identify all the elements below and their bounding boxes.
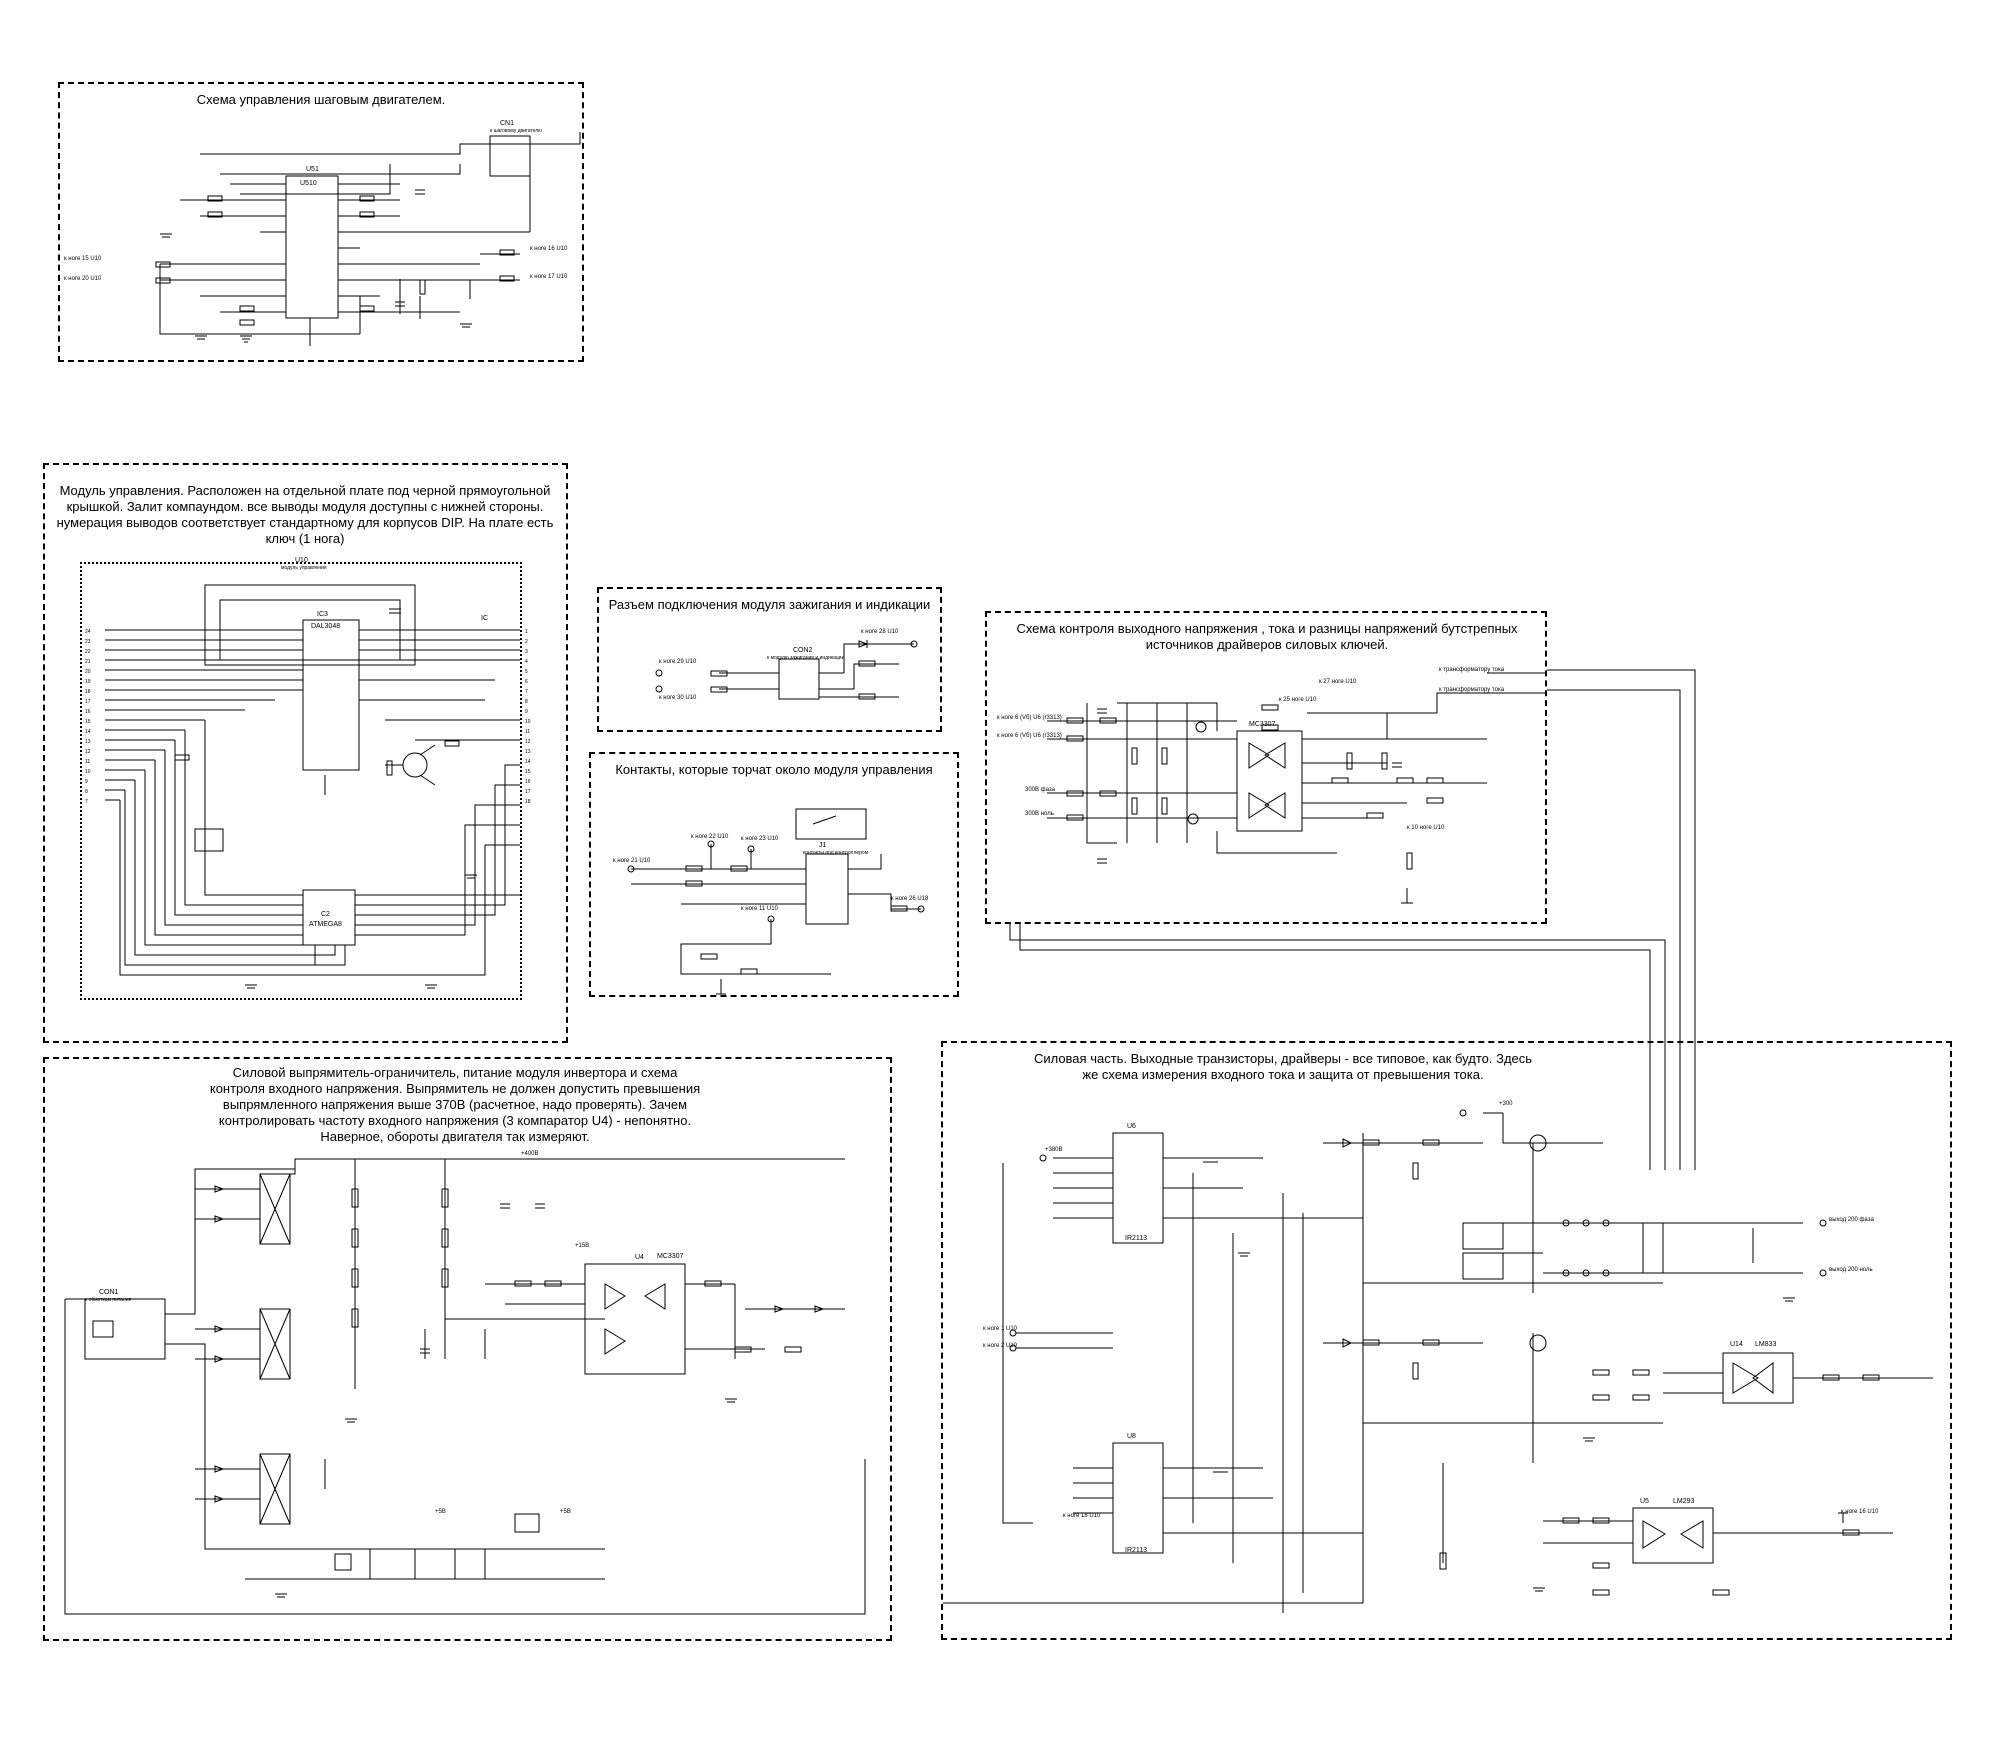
net-label: к 25 ноге U10	[1279, 697, 1317, 703]
mc3307-label: MC3307	[1249, 721, 1276, 728]
mc3307-label: MC3307	[657, 1253, 684, 1260]
net-label: к ноге 16 U10	[1841, 1509, 1879, 1515]
net-label: +5B	[435, 1509, 446, 1515]
power-schematic	[943, 1109, 1933, 1613]
u10-label: U10	[295, 557, 308, 564]
net-label: к ноге 26 U18	[891, 896, 929, 902]
net-label: к ноге 1 U10	[983, 1326, 1018, 1332]
net-label: 300В фаза	[1025, 787, 1055, 793]
lm833-label: LM833	[1755, 1341, 1777, 1348]
net-label: выход 200 ноль	[1829, 1267, 1873, 1273]
u5-label: U5	[1640, 1498, 1649, 1505]
cn1-sublabel: к шаговому двигателю	[490, 128, 542, 134]
rectifier-schematic	[64, 1158, 866, 1615]
net-label: к ноге 28 U10	[861, 629, 899, 635]
contacts-schematic	[627, 808, 925, 995]
stepper-block: Схема управления шаговым двигателем.	[58, 82, 584, 362]
con1-label: CON1	[99, 1289, 119, 1296]
stepper-title: Схема управления шаговым двигателем.	[196, 92, 446, 107]
power-title: Силовая часть. Выходные транзисторы, дра…	[1033, 1051, 1533, 1082]
contacts-title: Контакты, которые торчат около модуля уп…	[615, 762, 933, 777]
net-label: к ноге 6 (Vб) U6 (r3313)	[997, 733, 1062, 739]
net-label: к ноге 30 U10	[659, 695, 697, 701]
net-label: выход 200 фаза	[1829, 1217, 1874, 1223]
voltage-control-schematic	[1047, 672, 1547, 904]
net-label: к ноге 20 U10	[64, 276, 102, 282]
net-label: к ноге 17 U10	[530, 274, 568, 280]
lm293-label: LM293	[1673, 1498, 1695, 1505]
u51-label: U51	[306, 166, 319, 173]
net-label: к ноге 22 U10	[691, 834, 729, 840]
net-label: +380В	[1045, 1147, 1063, 1153]
ignition-title: Разъем подключения модуля зажигания и ин…	[608, 597, 931, 612]
net-label: +300	[1499, 1101, 1513, 1107]
net-label: к ноге 29 U10	[659, 659, 697, 665]
contacts-block: Контакты, которые торчат около модуля уп…	[589, 752, 959, 997]
net-label: к ноге 2 U10	[983, 1343, 1018, 1349]
voltage-control-block: Схема контроля выходного напряжения , то…	[985, 611, 1547, 924]
net-label: +5В	[560, 1509, 571, 1515]
u14-label: U14	[1730, 1341, 1743, 1348]
net-label: к ноге 23 U10	[741, 836, 779, 842]
net-label: 300В ноль	[1025, 811, 1054, 817]
net-label: +15В	[575, 1243, 590, 1249]
control-module-schematic	[105, 584, 520, 989]
j1-label: J1	[819, 842, 827, 849]
con1-sublabel: к обмоткам питания	[85, 1297, 132, 1303]
net-label: к ноге 11 U10	[741, 906, 778, 912]
ir2113-label: IR2113	[1125, 1547, 1148, 1554]
u10-sublabel: модуль управления	[281, 565, 327, 571]
u4-label: U4	[635, 1254, 644, 1261]
net-label: к ноге 21 U10	[613, 858, 651, 864]
ir2113-label: IR2113	[1125, 1235, 1148, 1242]
voltage-control-title: Схема контроля выходного напряжения , то…	[1016, 621, 1518, 652]
power-block: Силовая часть. Выходные транзисторы, дра…	[941, 1041, 1952, 1640]
net-label: к 10 ноге U10	[1407, 825, 1445, 831]
c2-label: C2	[321, 911, 330, 918]
ic3-label: IC3	[317, 611, 328, 618]
stepper-schematic	[155, 132, 581, 346]
net-label: к 27 ноге U10	[1319, 679, 1357, 685]
ic3-part: DAL3048	[311, 623, 341, 630]
rectifier-block: Силовой выпрямитель-ограничитель, питани…	[43, 1057, 892, 1641]
net-label: к ноге 15 U10	[64, 256, 102, 262]
j1-sublabel: контакты под контроллером	[803, 850, 869, 856]
u510-label: U510	[300, 180, 317, 187]
net-label: к трансформатору тока	[1439, 667, 1505, 673]
control-module-block: Модуль управления. Расположен на отдельн…	[43, 463, 568, 1043]
u8-label: U8	[1127, 1433, 1136, 1440]
c2-part: ATMEGA8	[309, 921, 342, 928]
cn1-label: CN1	[500, 120, 515, 127]
ignition-block: Разъем подключения модуля зажигания и ин…	[597, 587, 942, 732]
rectifier-title: Силовой выпрямитель-ограничитель, питани…	[209, 1065, 701, 1144]
net-label: к трансформатору тока	[1439, 687, 1505, 693]
net-label: +400B	[521, 1151, 539, 1157]
net-label: к ноге 16 U10	[530, 246, 568, 252]
net-label: к ноге 6 (Vб) U6 (r3313)	[997, 715, 1062, 721]
con2-sublabel: к модулю зажигания и индикации	[767, 655, 845, 661]
con2-label: CON2	[793, 647, 813, 654]
control-module-inner	[80, 562, 522, 1000]
ignition-schematic	[655, 640, 918, 700]
u6-label: U6	[1127, 1123, 1136, 1130]
control-module-title: Модуль управления. Расположен на отдельн…	[56, 483, 554, 546]
net-label: к ноге 18 U10	[1063, 1513, 1101, 1519]
ic-box-label: IC	[481, 615, 488, 622]
